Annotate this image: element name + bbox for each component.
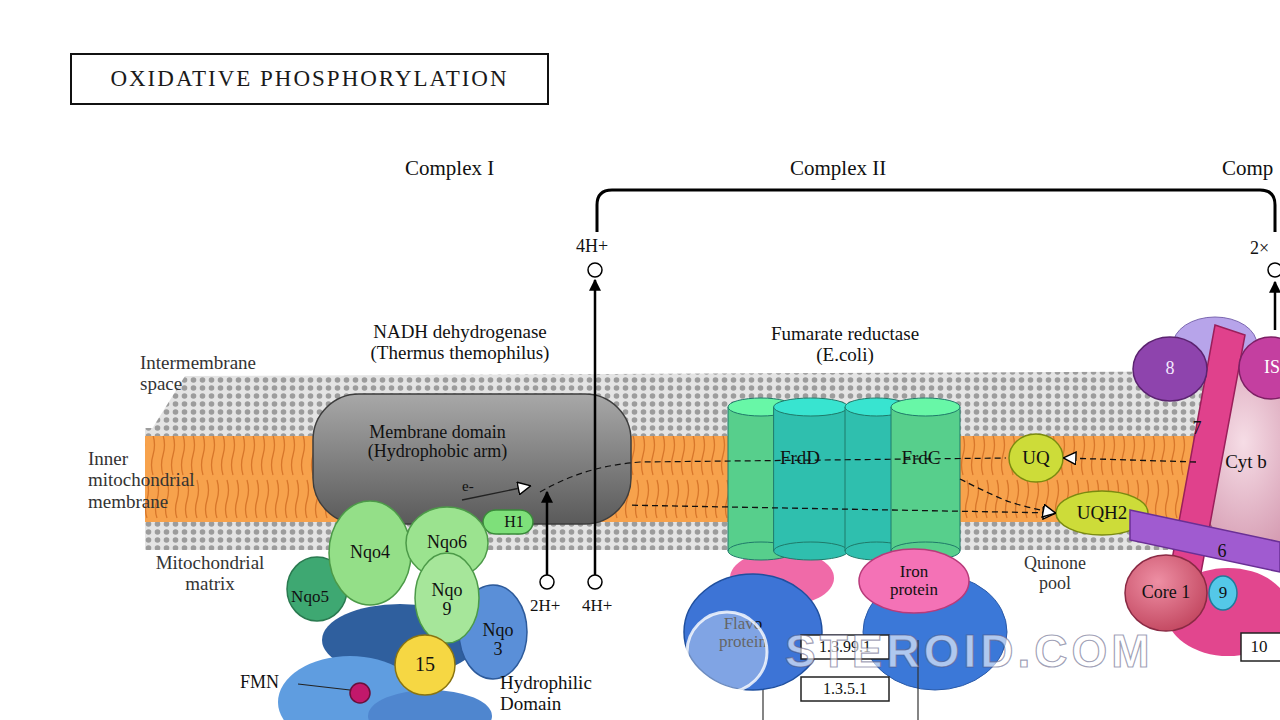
subunit-ellipse: 8 (1132, 336, 1208, 402)
subunit-ellipse: Nqo 9 (414, 552, 480, 644)
subunit-h1: H1 (482, 509, 534, 535)
electron-flow-arrow (960, 479, 1055, 513)
fmn-cofactor (350, 683, 370, 703)
node-text-box: FrdD (775, 443, 825, 473)
node-text-box: Flavo protein (703, 603, 783, 663)
node-text-box: UQ (1012, 433, 1060, 483)
node-text-box: 8 (1136, 336, 1204, 402)
proton-label: 2× (1250, 238, 1269, 258)
node-text-box: Nqo 9 (427, 574, 467, 626)
lipid-bilayer (145, 371, 1280, 550)
node-text: UQH2 (1077, 503, 1128, 524)
node-text: UQ (1022, 448, 1049, 469)
node-text: FrdC (901, 448, 940, 469)
node-text-box: Nqo5 (289, 585, 331, 609)
node-text: Nqo6 (427, 533, 467, 552)
node-text: Flavo protein (703, 615, 783, 652)
node-text: 8 (1166, 359, 1175, 378)
complex-label: Complex II (790, 157, 886, 181)
ec-number-box: 10 (1240, 632, 1280, 662)
node-text-box: 15 (398, 634, 452, 696)
node-text-box: 10 (1244, 632, 1274, 662)
node-text: IS (1264, 358, 1280, 377)
region-label: Inner mitochondrial membrane (88, 448, 223, 512)
enzyme-name: NADH dehydrogenase (Thermus themophilus) (350, 321, 570, 364)
node-text: 9 (1219, 584, 1228, 602)
node-text-box: Nqo 3 (478, 614, 518, 666)
proton-bracket (597, 190, 1275, 232)
node-text-box: 1.3.5.1 (804, 676, 886, 702)
node-text-box: 6 (1210, 540, 1234, 564)
node-text: Nqo 3 (478, 621, 518, 660)
node-text-box: Core 1 (1128, 554, 1204, 632)
proton-label: 4H+ (576, 236, 608, 256)
subunit-ellipse: Core 1 (1124, 554, 1208, 632)
proton-label: 4H+ (582, 596, 612, 615)
proton-arrow (1274, 282, 1277, 330)
node-text: Iron protein (879, 563, 949, 600)
node-text: Core 1 (1142, 583, 1191, 602)
node-text-box: Membrane domain (Hydrophobic arm) (330, 413, 545, 471)
node-outline (845, 398, 960, 560)
node-text-box: Nqo4 (332, 500, 408, 606)
node-text: 10 (1251, 638, 1268, 656)
node-text: H1 (504, 513, 524, 530)
complex-label: Complex I (405, 157, 494, 181)
node-text: 1.3.5.1 (823, 680, 867, 697)
diagram-title: OXIDATIVE PHOSPHORYLATION (70, 53, 549, 105)
proton-circle (540, 575, 554, 589)
enzyme-name: Fumarate reductase (E.coli) (750, 323, 940, 366)
subunit-ellipse: Nqo4 (328, 500, 412, 606)
cofactor-label: FMN (240, 672, 279, 692)
node-text: 6 (1218, 542, 1227, 561)
proton-label: 2H+ (530, 596, 560, 615)
ec-number-box: 1.3.5.1 (800, 676, 890, 702)
quinone-ellipse: UQ (1008, 433, 1064, 483)
subunit-ellipse: IS (1238, 336, 1280, 400)
electron-label: e- (462, 478, 474, 495)
membrane-cylinder: FrdD (728, 398, 848, 560)
node-text: Cyt b (1225, 452, 1267, 473)
region-label: Quinone pool (1010, 553, 1100, 593)
node-text: Nqo 9 (427, 581, 467, 620)
leader-line (298, 684, 350, 690)
node-text: Membrane domain (Hydrophobic arm) (330, 423, 545, 462)
node-text: Nqo5 (291, 588, 329, 606)
node-text-box: IS (1254, 336, 1280, 400)
node-text: FrdD (780, 448, 820, 469)
proton-circle (588, 263, 602, 277)
node-text-box: Iron protein (879, 548, 949, 614)
node-text-box: H1 (496, 509, 532, 535)
domain-label: Hydrophilic Domain (500, 672, 620, 715)
proton-circle (588, 575, 602, 589)
region-label: Mitochondrial matrix (135, 552, 285, 595)
electron-flow-arrow (1064, 458, 1196, 462)
subunit-circle: 15 (394, 634, 456, 696)
node-text: 7 (1193, 419, 1202, 438)
node-outline (728, 398, 848, 560)
node-text: Nqo4 (350, 543, 390, 562)
proton-circle (1268, 263, 1280, 277)
subunit-ellipse: 9 (1208, 575, 1238, 611)
node-text-box: 9 (1212, 575, 1234, 611)
node-text-box: FrdC (896, 443, 946, 473)
watermark: STEROID.COM (785, 626, 1154, 678)
node-text: 15 (415, 654, 435, 676)
subunit-ellipse: Iron protein (858, 548, 970, 614)
complex-label: Comp (1222, 157, 1273, 181)
region-label: Intermembrane space (140, 352, 290, 395)
node-text-box: 7 (1186, 416, 1208, 442)
membrane-cylinder: FrdC (845, 398, 960, 560)
